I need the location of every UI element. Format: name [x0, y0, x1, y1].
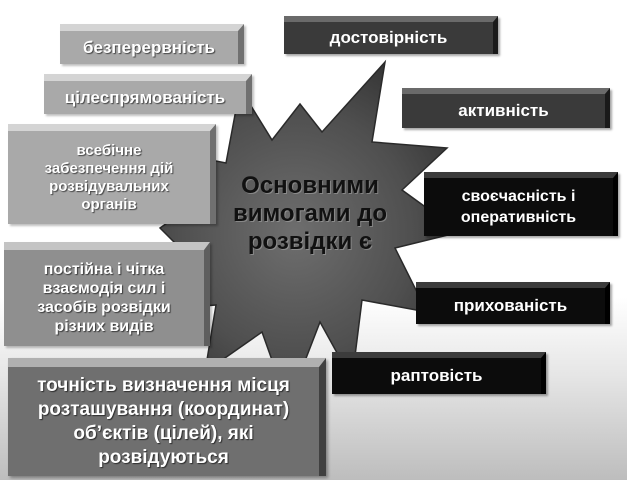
accuracy-line-1: точність визначення місця	[37, 374, 290, 396]
requirement-continuity: безперервність	[60, 24, 244, 64]
requirement-concealment: прихованість	[416, 282, 610, 324]
requirement-concealment-label: прихованість	[453, 296, 568, 315]
requirement-timeliness: своєчасність і оперативність	[424, 172, 618, 236]
support-line-1: всебічне	[76, 141, 142, 159]
support-line-3: розвідувальних	[49, 177, 169, 195]
center-heading-line-2: вимогами до	[232, 200, 388, 227]
requirement-surprise: раптовість	[332, 352, 546, 394]
interaction-line-4: різних видів	[54, 318, 154, 335]
interaction-line-1: постійна і чітка	[43, 261, 165, 278]
requirement-purposefulness-label: цілеспрямованість	[64, 87, 226, 107]
center-heading-line-3: розвідки є	[247, 228, 373, 255]
timeliness-line-2: оперативність	[460, 209, 577, 226]
support-line-2: забезпечення дій	[44, 159, 174, 177]
requirement-activity-label: активність	[458, 101, 549, 120]
interaction-line-3: засобів розвідки	[37, 299, 171, 316]
requirement-interaction: постійна і чітка взаємодія сил і засобів…	[4, 242, 210, 346]
center-heading: Основними вимогами до розвідки є	[220, 172, 400, 256]
timeliness-line-1: своєчасність і	[461, 188, 576, 205]
requirement-activity: активність	[402, 88, 610, 128]
accuracy-line-2: розташування (координат)	[37, 398, 290, 420]
accuracy-line-3: об’єктів (цілей), які	[73, 422, 254, 444]
requirement-comprehensive-support: всебічне забезпечення дій розвідувальних…	[8, 124, 216, 224]
accuracy-line-4: розвідуються	[98, 446, 229, 468]
requirement-reliability-label: достовірність	[329, 28, 448, 47]
requirement-accuracy: точність визначення місця розташування (…	[8, 358, 326, 476]
interaction-line-2: взаємодія сил і	[42, 280, 166, 297]
requirement-continuity-label: безперервність	[82, 37, 216, 57]
center-heading-line-1: Основними	[241, 172, 379, 199]
support-line-4: органів	[81, 195, 137, 213]
requirement-surprise-label: раптовість	[390, 366, 483, 385]
requirement-purposefulness: цілеспрямованість	[44, 74, 252, 114]
requirement-reliability: достовірність	[284, 16, 498, 54]
